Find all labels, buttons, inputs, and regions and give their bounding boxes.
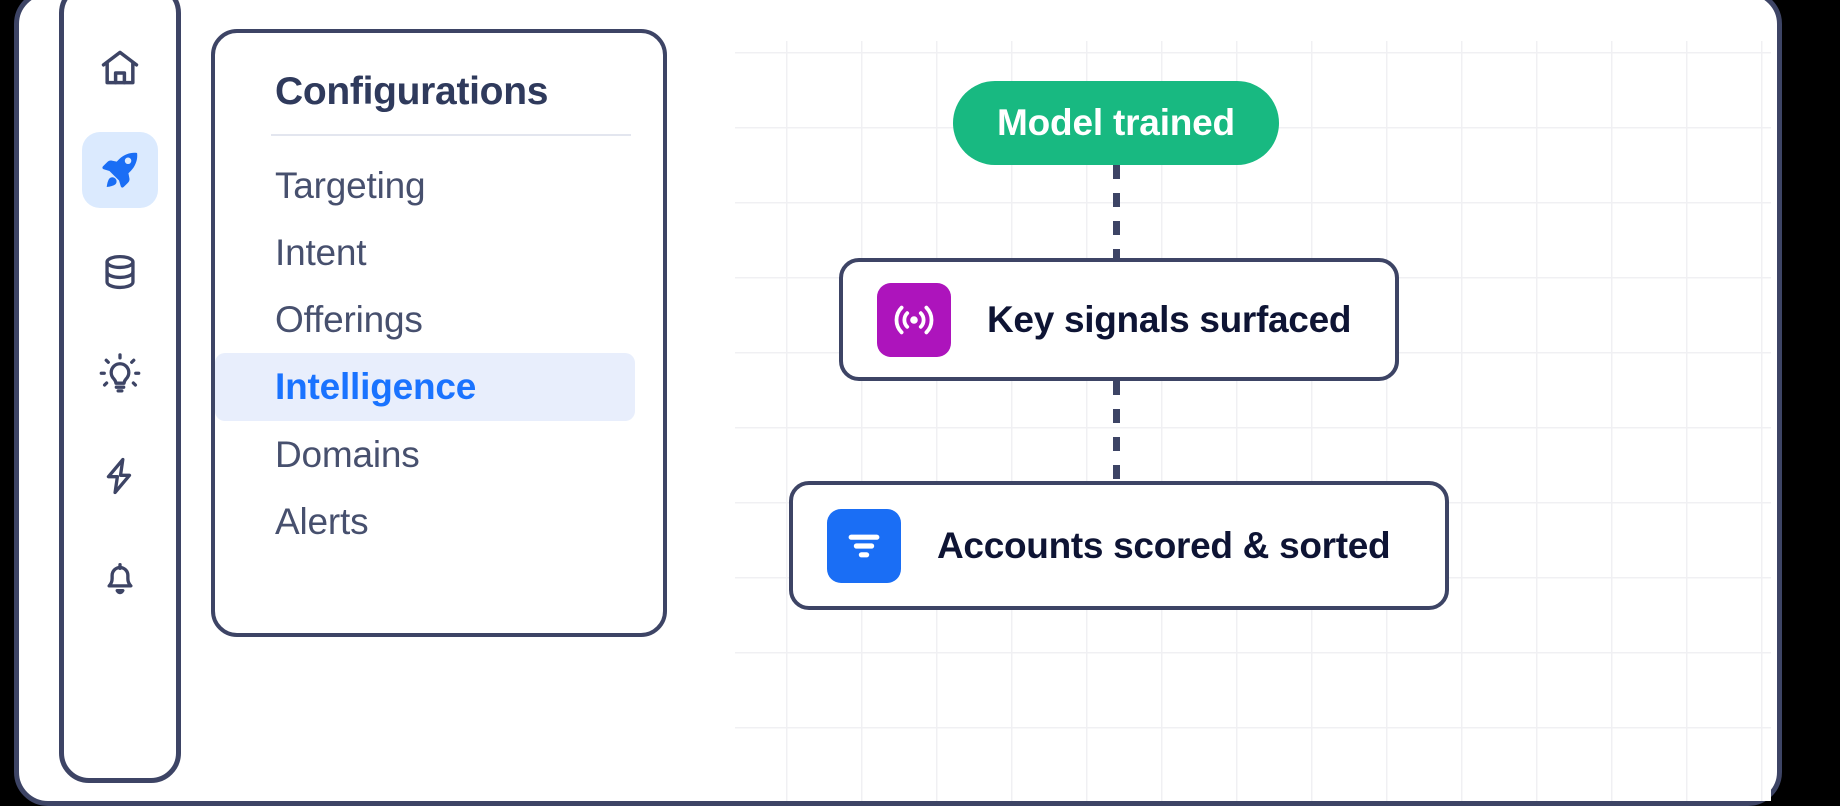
- sidebar-icon-rail: [59, 0, 181, 783]
- signal-broadcast-icon: [877, 282, 951, 357]
- bell-icon: [99, 557, 141, 599]
- connector-signals-to-accounts: [1113, 381, 1120, 481]
- configurations-list: Targeting Intent Offerings Intelligence …: [215, 152, 663, 555]
- flow-node-accounts-scored-sorted[interactable]: Accounts scored & sorted: [789, 481, 1449, 610]
- filter-sort-icon: [827, 508, 901, 583]
- flow-node-model-trained[interactable]: Model trained: [953, 81, 1279, 165]
- config-item-offerings[interactable]: Offerings: [275, 299, 423, 341]
- bolt-icon: [99, 455, 141, 497]
- lightbulb-icon: [98, 352, 142, 396]
- home-icon: [98, 46, 142, 90]
- config-item-intent[interactable]: Intent: [275, 231, 367, 273]
- flow-node-label: Key signals surfaced: [987, 298, 1352, 340]
- rocket-icon: [97, 147, 143, 193]
- config-item-alerts[interactable]: Alerts: [275, 500, 369, 542]
- config-item-intelligence[interactable]: Intelligence: [215, 353, 635, 421]
- flow-node-key-signals-surfaced[interactable]: Key signals surfaced: [839, 258, 1399, 381]
- database-icon: [99, 251, 141, 293]
- sidebar-item-notifications[interactable]: [82, 540, 158, 616]
- sidebar-item-data[interactable]: [82, 234, 158, 310]
- config-item-domains[interactable]: Domains: [275, 433, 420, 475]
- page-title: Configurations: [275, 70, 549, 113]
- sidebar-item-insights[interactable]: [82, 336, 158, 412]
- sidebar-item-campaigns[interactable]: [82, 132, 158, 208]
- flow-canvas: Model trained Key signals surfaced: [735, 41, 1771, 801]
- sidebar-item-automations[interactable]: [82, 438, 158, 514]
- sidebar-item-home[interactable]: [82, 30, 158, 106]
- config-item-targeting[interactable]: Targeting: [275, 164, 426, 206]
- title-divider: [271, 133, 631, 136]
- flow-node-label: Model trained: [997, 102, 1235, 143]
- flow-node-label: Accounts scored & sorted: [937, 524, 1391, 566]
- connector-model-to-signals: [1113, 165, 1120, 258]
- configurations-panel: Configurations Targeting Intent Offering…: [211, 29, 667, 637]
- app-window: Configurations Targeting Intent Offering…: [14, 0, 1782, 806]
